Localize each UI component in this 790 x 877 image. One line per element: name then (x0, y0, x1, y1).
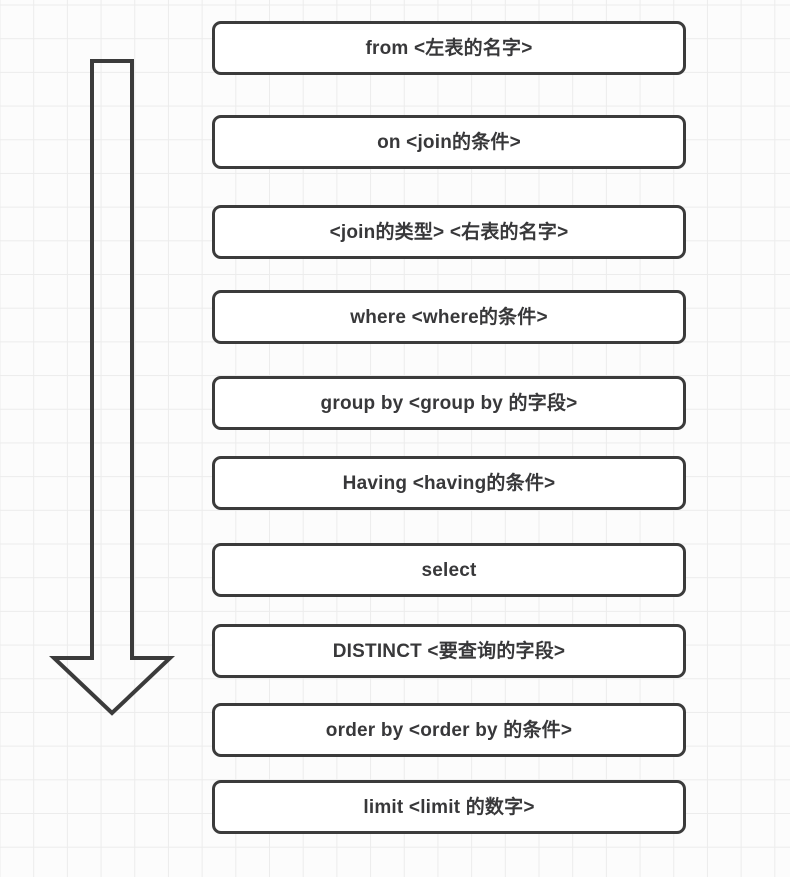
clause-label: select (421, 559, 477, 581)
clause-label: limit <limit 的数字> (363, 796, 535, 818)
clause-label: group by <group by 的字段> (320, 392, 578, 414)
clause-label: DISTINCT <要查询的字段> (332, 640, 566, 662)
clause-box-on[interactable]: on <join的条件> (212, 115, 686, 169)
clause-box-limit[interactable]: limit <limit 的数字> (212, 780, 686, 834)
clause-box-order-by[interactable]: order by <order by 的条件> (212, 703, 686, 757)
execution-order-arrow-icon (48, 59, 176, 716)
clause-label: where <where的条件> (350, 306, 548, 328)
clause-label: from <左表的名字> (365, 37, 533, 59)
clause-box-select[interactable]: select (212, 543, 686, 597)
clause-label: Having <having的条件> (342, 472, 556, 494)
clause-label: on <join的条件> (377, 131, 521, 153)
clause-box-join[interactable]: <join的类型> <右表的名字> (212, 205, 686, 259)
clause-label: order by <order by 的条件> (325, 719, 573, 741)
clause-box-having[interactable]: Having <having的条件> (212, 456, 686, 510)
clause-box-distinct[interactable]: DISTINCT <要查询的字段> (212, 624, 686, 678)
clause-box-from[interactable]: from <左表的名字> (212, 21, 686, 75)
clause-box-where[interactable]: where <where的条件> (212, 290, 686, 344)
clause-box-group-by[interactable]: group by <group by 的字段> (212, 376, 686, 430)
clause-label: <join的类型> <右表的名字> (329, 221, 569, 243)
